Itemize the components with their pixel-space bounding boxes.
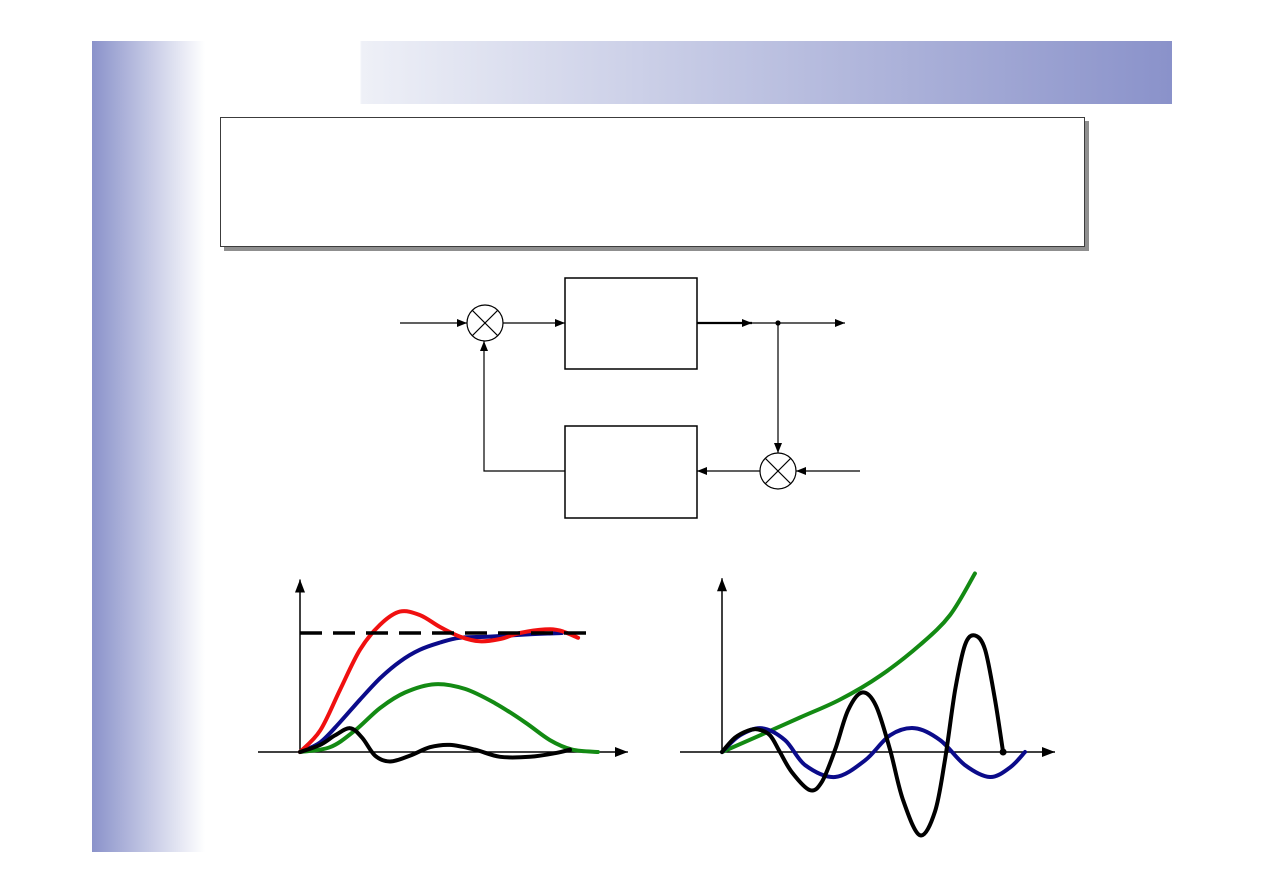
- summing-junction-icon: [759, 452, 797, 490]
- series-line: [720, 571, 977, 754]
- series-line: [298, 682, 600, 754]
- series-line: [298, 609, 581, 754]
- series-line: [298, 631, 564, 754]
- feedback-block: [564, 425, 698, 519]
- header-gradient-band: [205, 41, 1172, 104]
- text-box-content: [221, 118, 1084, 142]
- block-diagram: [400, 277, 860, 519]
- series-line: [720, 726, 1027, 780]
- step-response-chart: [258, 579, 628, 764]
- series-line: [720, 633, 1006, 838]
- unstable-response-chart: [680, 571, 1055, 838]
- feedback-return-arrow: [480, 341, 565, 472]
- series-end-marker: [999, 748, 1007, 756]
- series-line: [298, 726, 572, 764]
- summing-junction-icon: [466, 304, 504, 342]
- sidebar-gradient-band: [92, 41, 205, 852]
- text-box: [220, 117, 1085, 247]
- forward-block: [564, 277, 698, 370]
